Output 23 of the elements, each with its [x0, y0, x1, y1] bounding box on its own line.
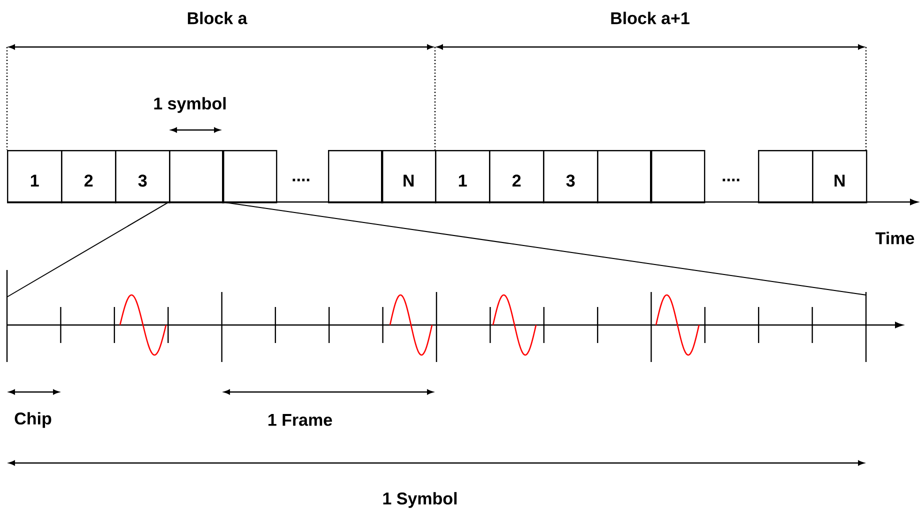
empty-symbol-box	[328, 150, 384, 204]
dimension-label: 1 Frame	[268, 414, 332, 426]
symbol-box: 1	[435, 150, 490, 204]
empty-symbol-box	[650, 150, 706, 204]
symbol-box: 2	[489, 150, 544, 204]
ellipsis: ....	[292, 178, 310, 182]
dimension-label: Chip	[14, 412, 52, 428]
symbol-box: 1	[7, 150, 62, 204]
empty-symbol-box	[758, 150, 814, 204]
empty-symbol-box	[597, 150, 652, 204]
dimension-label: 1 Symbol	[383, 492, 457, 508]
block-label: Block a	[188, 12, 248, 24]
symbol-box: 3	[543, 150, 598, 204]
empty-symbol-box	[169, 150, 224, 204]
symbol-box: N	[381, 150, 436, 204]
dimension-label: 1 symbol	[154, 97, 226, 113]
symbol-box: 2	[61, 150, 116, 204]
empty-symbol-box	[222, 150, 278, 204]
symbol-box: 3	[115, 150, 170, 204]
axis-label: Time	[876, 232, 914, 244]
ellipsis: ....	[722, 178, 740, 182]
block-label: Block a+1	[611, 12, 690, 24]
symbol-box: N	[812, 150, 868, 204]
